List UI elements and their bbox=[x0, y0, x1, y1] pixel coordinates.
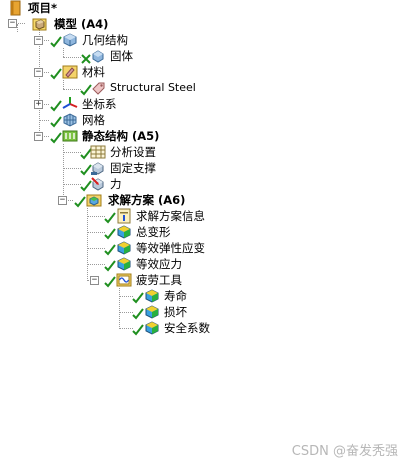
tree-connector bbox=[87, 248, 105, 249]
tree-connector bbox=[63, 168, 81, 169]
tree-item-label: 求解方案信息 bbox=[136, 209, 205, 223]
result-contour-icon bbox=[145, 305, 159, 319]
collapse-toggle[interactable]: − bbox=[90, 275, 99, 285]
check-icon bbox=[80, 164, 92, 176]
tree-item-label: Structural Steel bbox=[110, 81, 196, 94]
tree-item-label: 力 bbox=[110, 177, 122, 191]
tree-item-label: 等效应力 bbox=[136, 257, 182, 271]
result-contour-icon bbox=[145, 289, 159, 303]
mesh-status-x-icon bbox=[81, 54, 91, 64]
tree-item-label: 疲劳工具 bbox=[136, 273, 182, 287]
tree-item-label: 固定支撑 bbox=[110, 161, 156, 175]
tree-connector bbox=[119, 312, 133, 313]
collapse-toggle[interactable]: − bbox=[34, 35, 43, 45]
result-contour-icon bbox=[145, 321, 159, 335]
check-icon bbox=[50, 100, 62, 112]
tree-connector bbox=[63, 184, 81, 185]
tree-connector bbox=[13, 23, 25, 24]
fixed-support-icon bbox=[91, 162, 104, 175]
tree-item-label: 损坏 bbox=[164, 305, 187, 319]
model-cube-icon bbox=[32, 18, 47, 31]
static-structural-icon bbox=[62, 130, 78, 142]
tree-connector bbox=[39, 136, 49, 137]
tree-connector bbox=[17, 24, 18, 32]
check-icon bbox=[104, 228, 116, 240]
tree-connector bbox=[87, 264, 105, 265]
tree-item-label: 模型 (A4) bbox=[54, 17, 109, 31]
tree-connector bbox=[63, 89, 81, 90]
tree-item-label: 寿命 bbox=[164, 289, 187, 303]
tree-connector bbox=[63, 144, 64, 201]
check-icon bbox=[50, 116, 62, 128]
expand-toggle[interactable]: + bbox=[34, 99, 43, 109]
project-book-icon bbox=[10, 0, 21, 16]
geometry-icon bbox=[63, 33, 77, 47]
check-icon bbox=[80, 84, 92, 96]
check-icon bbox=[50, 132, 62, 144]
solid-body-icon bbox=[92, 50, 104, 63]
mesh-icon bbox=[63, 113, 77, 127]
solution-info-icon bbox=[117, 208, 131, 224]
tree-connector bbox=[39, 104, 49, 105]
materials-icon bbox=[62, 65, 78, 79]
analysis-settings-icon bbox=[90, 145, 106, 159]
check-icon bbox=[104, 212, 116, 224]
tree-connector bbox=[119, 328, 133, 329]
tree-item-label: 固体 bbox=[110, 49, 133, 63]
check-icon bbox=[50, 36, 62, 48]
tree-item-label: 分析设置 bbox=[110, 145, 156, 159]
solution-icon bbox=[86, 194, 102, 207]
result-contour-icon bbox=[117, 225, 131, 239]
collapse-toggle[interactable]: − bbox=[8, 18, 17, 28]
check-icon bbox=[132, 308, 144, 320]
tree-item-label: 总变形 bbox=[136, 225, 171, 239]
force-icon bbox=[91, 177, 104, 191]
tree-item-label: 等效弹性应变 bbox=[136, 241, 205, 255]
result-contour-icon bbox=[117, 241, 131, 255]
material-tag-icon bbox=[92, 82, 105, 95]
tree-connector bbox=[63, 80, 64, 89]
tree-connector bbox=[39, 30, 40, 135]
tree-connector bbox=[39, 72, 49, 73]
tree-connector bbox=[39, 120, 49, 121]
tree-item-label: 几何结构 bbox=[82, 33, 128, 47]
tree-connector bbox=[63, 200, 73, 201]
check-icon bbox=[104, 260, 116, 272]
tree-item-label: 材料 bbox=[82, 65, 105, 79]
fatigue-tool-icon bbox=[116, 273, 132, 287]
tree-connector bbox=[119, 296, 133, 297]
tree-item-label: 项目* bbox=[28, 1, 58, 15]
tree-connector bbox=[63, 152, 81, 153]
result-contour-icon bbox=[117, 257, 131, 271]
check-icon bbox=[50, 68, 62, 80]
watermark-text: CSDN @奋发秃强 bbox=[291, 444, 398, 459]
check-icon bbox=[104, 244, 116, 256]
check-icon bbox=[80, 148, 92, 160]
tree-connector bbox=[87, 208, 88, 281]
check-icon bbox=[74, 196, 86, 208]
collapse-toggle[interactable]: − bbox=[34, 67, 43, 77]
tree-connector bbox=[39, 40, 49, 41]
collapse-toggle[interactable]: − bbox=[34, 131, 43, 141]
tree-item-label: 安全系数 bbox=[164, 321, 210, 335]
tree-item-label: 坐标系 bbox=[82, 97, 117, 111]
tree-connector bbox=[119, 288, 120, 329]
check-icon bbox=[132, 292, 144, 304]
tree-item-label: 网格 bbox=[82, 113, 105, 127]
tree-connector bbox=[87, 216, 105, 217]
check-icon bbox=[132, 324, 144, 336]
check-icon bbox=[104, 276, 116, 288]
tree-item-label: 静态结构 (A5) bbox=[82, 129, 160, 143]
tree-connector bbox=[63, 48, 64, 57]
check-icon bbox=[80, 180, 92, 192]
tree-connector bbox=[63, 57, 81, 58]
collapse-toggle[interactable]: − bbox=[58, 195, 67, 205]
tree-item-label: 求解方案 (A6) bbox=[108, 193, 186, 207]
coordinate-axes-icon bbox=[62, 97, 78, 109]
tree-connector bbox=[87, 232, 105, 233]
